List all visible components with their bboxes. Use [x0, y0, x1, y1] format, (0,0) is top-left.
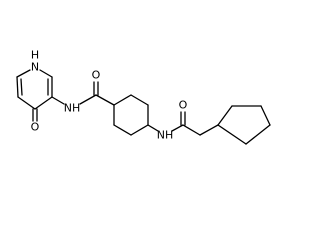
bond-ring2-2 [130, 94, 149, 106]
bond-ring1-5 [39, 69, 53, 78]
bond-ring1-2 [17, 96, 36, 110]
bond-ring-nh [51, 96, 65, 105]
atom-n-ring: N [31, 61, 39, 74]
bond-ring2-5 [113, 124, 132, 136]
atom-o-amide2: O [179, 99, 188, 112]
atom-o-amide1: O [92, 69, 101, 82]
bond-ring1-6 [16, 69, 31, 78]
bond-ring3-4 [245, 124, 271, 145]
atom-nh-amide2: NH [157, 129, 174, 142]
atom-labels: H N O NH O NH O [31, 49, 188, 142]
bond-ring2-1 [113, 94, 132, 106]
bond-nh2-c2 [171, 124, 184, 132]
bond-c1-ring2 [95, 94, 115, 106]
bond-ch2-ring3 [199, 124, 219, 136]
bond-nh-c1 [79, 94, 97, 105]
bond-ring3-3 [260, 105, 271, 126]
bond-ring3-1 [217, 105, 233, 126]
bond-c2-ch2 [182, 124, 201, 136]
bond-ring1-1-double [20, 78, 23, 96]
bonds [16, 69, 271, 145]
atom-o-ring: O [31, 121, 40, 134]
bond-ring2-nh2 [147, 124, 159, 132]
bond-ring1-3 [34, 96, 53, 110]
molecule-structure-diagram: H N O NH O NH O [16, 49, 271, 145]
bond-ring3-5 [217, 124, 247, 145]
bond-ring2-4 [130, 124, 149, 136]
atom-nh-amide1: NH [64, 102, 81, 115]
atom-h-ring: H [31, 49, 39, 62]
bond-ring1-1 [16, 76, 19, 98]
